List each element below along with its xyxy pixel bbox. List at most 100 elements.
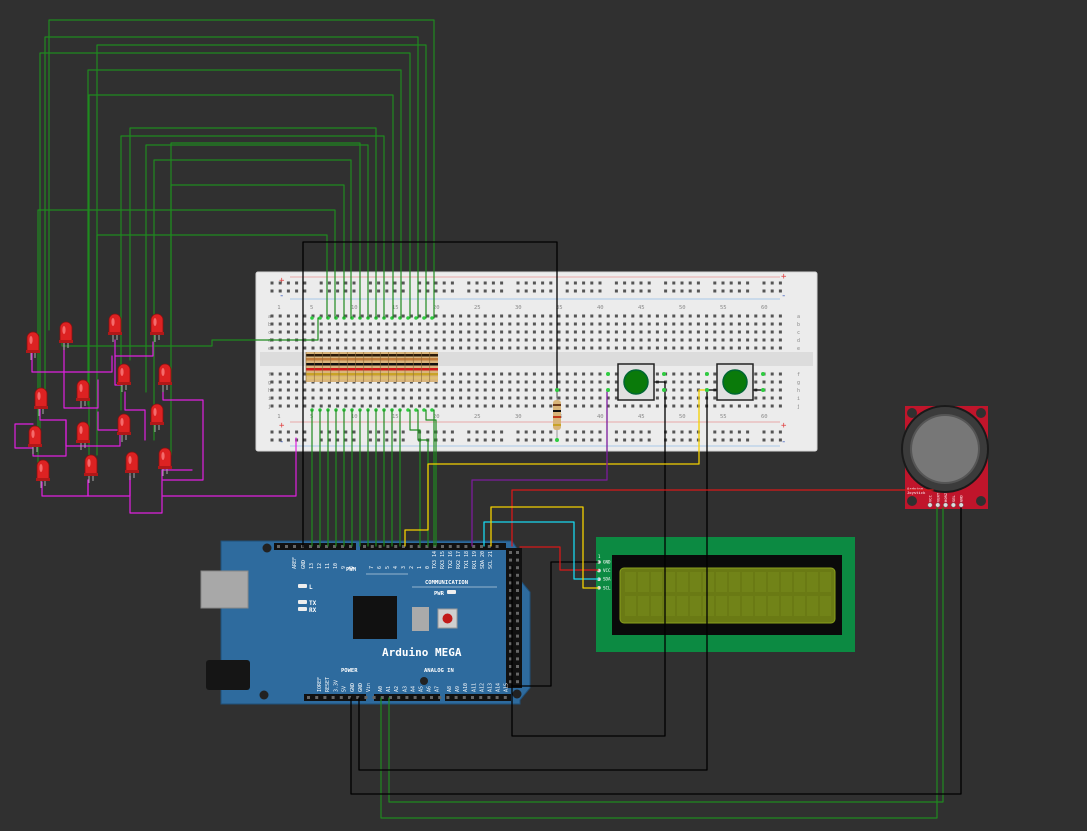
rail-minus-label: - [279,291,284,301]
led-red[interactable] [150,403,164,432]
wire-green [48,19,435,331]
pin-label: GND [301,560,307,569]
joystick-brand: Arduino [907,486,924,491]
row-letter: c [797,330,800,336]
led-red[interactable] [76,421,90,450]
resistor[interactable] [406,316,410,412]
led-red[interactable] [108,313,122,342]
push-button-1[interactable] [606,363,666,401]
joystick-pin[interactable] [935,502,941,508]
pin-label: A8 [447,686,453,692]
row-letter: j [797,404,800,410]
joystick-wires-green [380,507,944,819]
row-letter: i [268,396,271,402]
row-letter: f [797,372,800,378]
led-red[interactable] [117,413,131,442]
rail-plus-label: + [279,421,285,431]
column-number: 30 [515,414,522,420]
pin-label: 9 [341,566,347,569]
led-red[interactable] [158,447,172,476]
joystick-pin[interactable] [927,502,933,508]
rail-plus-label: + [781,272,787,282]
pull-down-resistor[interactable] [553,388,561,442]
led-red[interactable] [117,363,131,392]
led-red[interactable] [158,363,172,392]
wire-yellow-scl [490,506,599,589]
power-header-label: POWER [341,668,358,674]
led-array[interactable] [26,313,172,488]
row-letter: i [797,396,800,402]
led-red[interactable] [76,379,90,408]
rail-minus-label: - [279,437,284,447]
red-wires [511,489,934,571]
icsp-header [412,607,429,631]
joystick-pin-label: HORZ [943,492,948,502]
column-number: 45 [638,414,645,420]
led-red[interactable] [34,387,48,416]
analog-in-label: ANALOG IN [424,668,454,674]
joystick-knob[interactable] [912,416,978,482]
led-red[interactable] [84,454,98,483]
column-number: 60 [761,305,768,311]
pin-label: A14 [496,683,502,692]
joystick-pin[interactable] [943,502,949,508]
arduino-mega[interactable]: L TX RX PWR Arduino MEGA PWM COMMUNICATI… [200,540,531,705]
column-number: 20 [433,305,440,311]
bottom-power-rail: + + - - [279,421,787,447]
rail-minus-label: - [781,291,786,301]
lcd-pin-label: VCC [603,568,611,573]
pin-label: GND [358,683,364,692]
wire-purple-button [471,391,608,547]
lcd-pin[interactable] [597,586,601,590]
magenta-led-wires [14,339,297,514]
reset-button[interactable] [437,608,458,629]
digital-pin-header[interactable] [274,543,506,550]
joystick-pin[interactable] [958,502,964,508]
column-number: 45 [638,305,645,311]
lcd-pin[interactable] [597,560,601,564]
power-analog-header[interactable] [304,694,511,701]
column-number: 15 [392,414,399,420]
mounting-hole [262,543,272,553]
led-red[interactable] [36,459,50,488]
onboard-leds [298,584,456,611]
pin-label: A5 [419,686,425,692]
pin-label: RESET [325,677,331,692]
pin-label: RX1 19 [472,551,478,569]
column-number: 55 [720,305,727,311]
lcd-pin-label: GND [603,560,611,565]
digital-side-header[interactable] [506,548,522,688]
led-red[interactable] [28,425,42,454]
led-red[interactable] [125,451,139,480]
led-red[interactable] [150,313,164,342]
pin-label: 11 [325,563,331,569]
pin-label: TX1 18 [464,551,470,569]
led-red[interactable] [59,321,73,350]
rail-plus-label: + [781,421,787,431]
usb-port [200,570,249,609]
led-red[interactable] [26,331,40,360]
column-number: 5 [310,305,313,311]
resistor-array[interactable] [305,316,438,412]
pin-label: SDA 20 [480,551,486,569]
pin-label: A2 [394,686,400,692]
lcd-pin[interactable] [597,577,601,581]
pin-label: 7 [369,566,375,569]
resistor[interactable] [430,316,434,412]
push-button-2[interactable] [705,363,765,401]
row-letter: d [797,338,800,344]
pin-label: 4 [393,566,399,569]
pin-label: A6 [427,686,433,692]
resistor[interactable] [414,316,418,412]
joystick-pin[interactable] [950,502,956,508]
resistor[interactable] [422,316,426,412]
pin-label: 6 [377,566,383,569]
row-letter: f [268,372,271,378]
